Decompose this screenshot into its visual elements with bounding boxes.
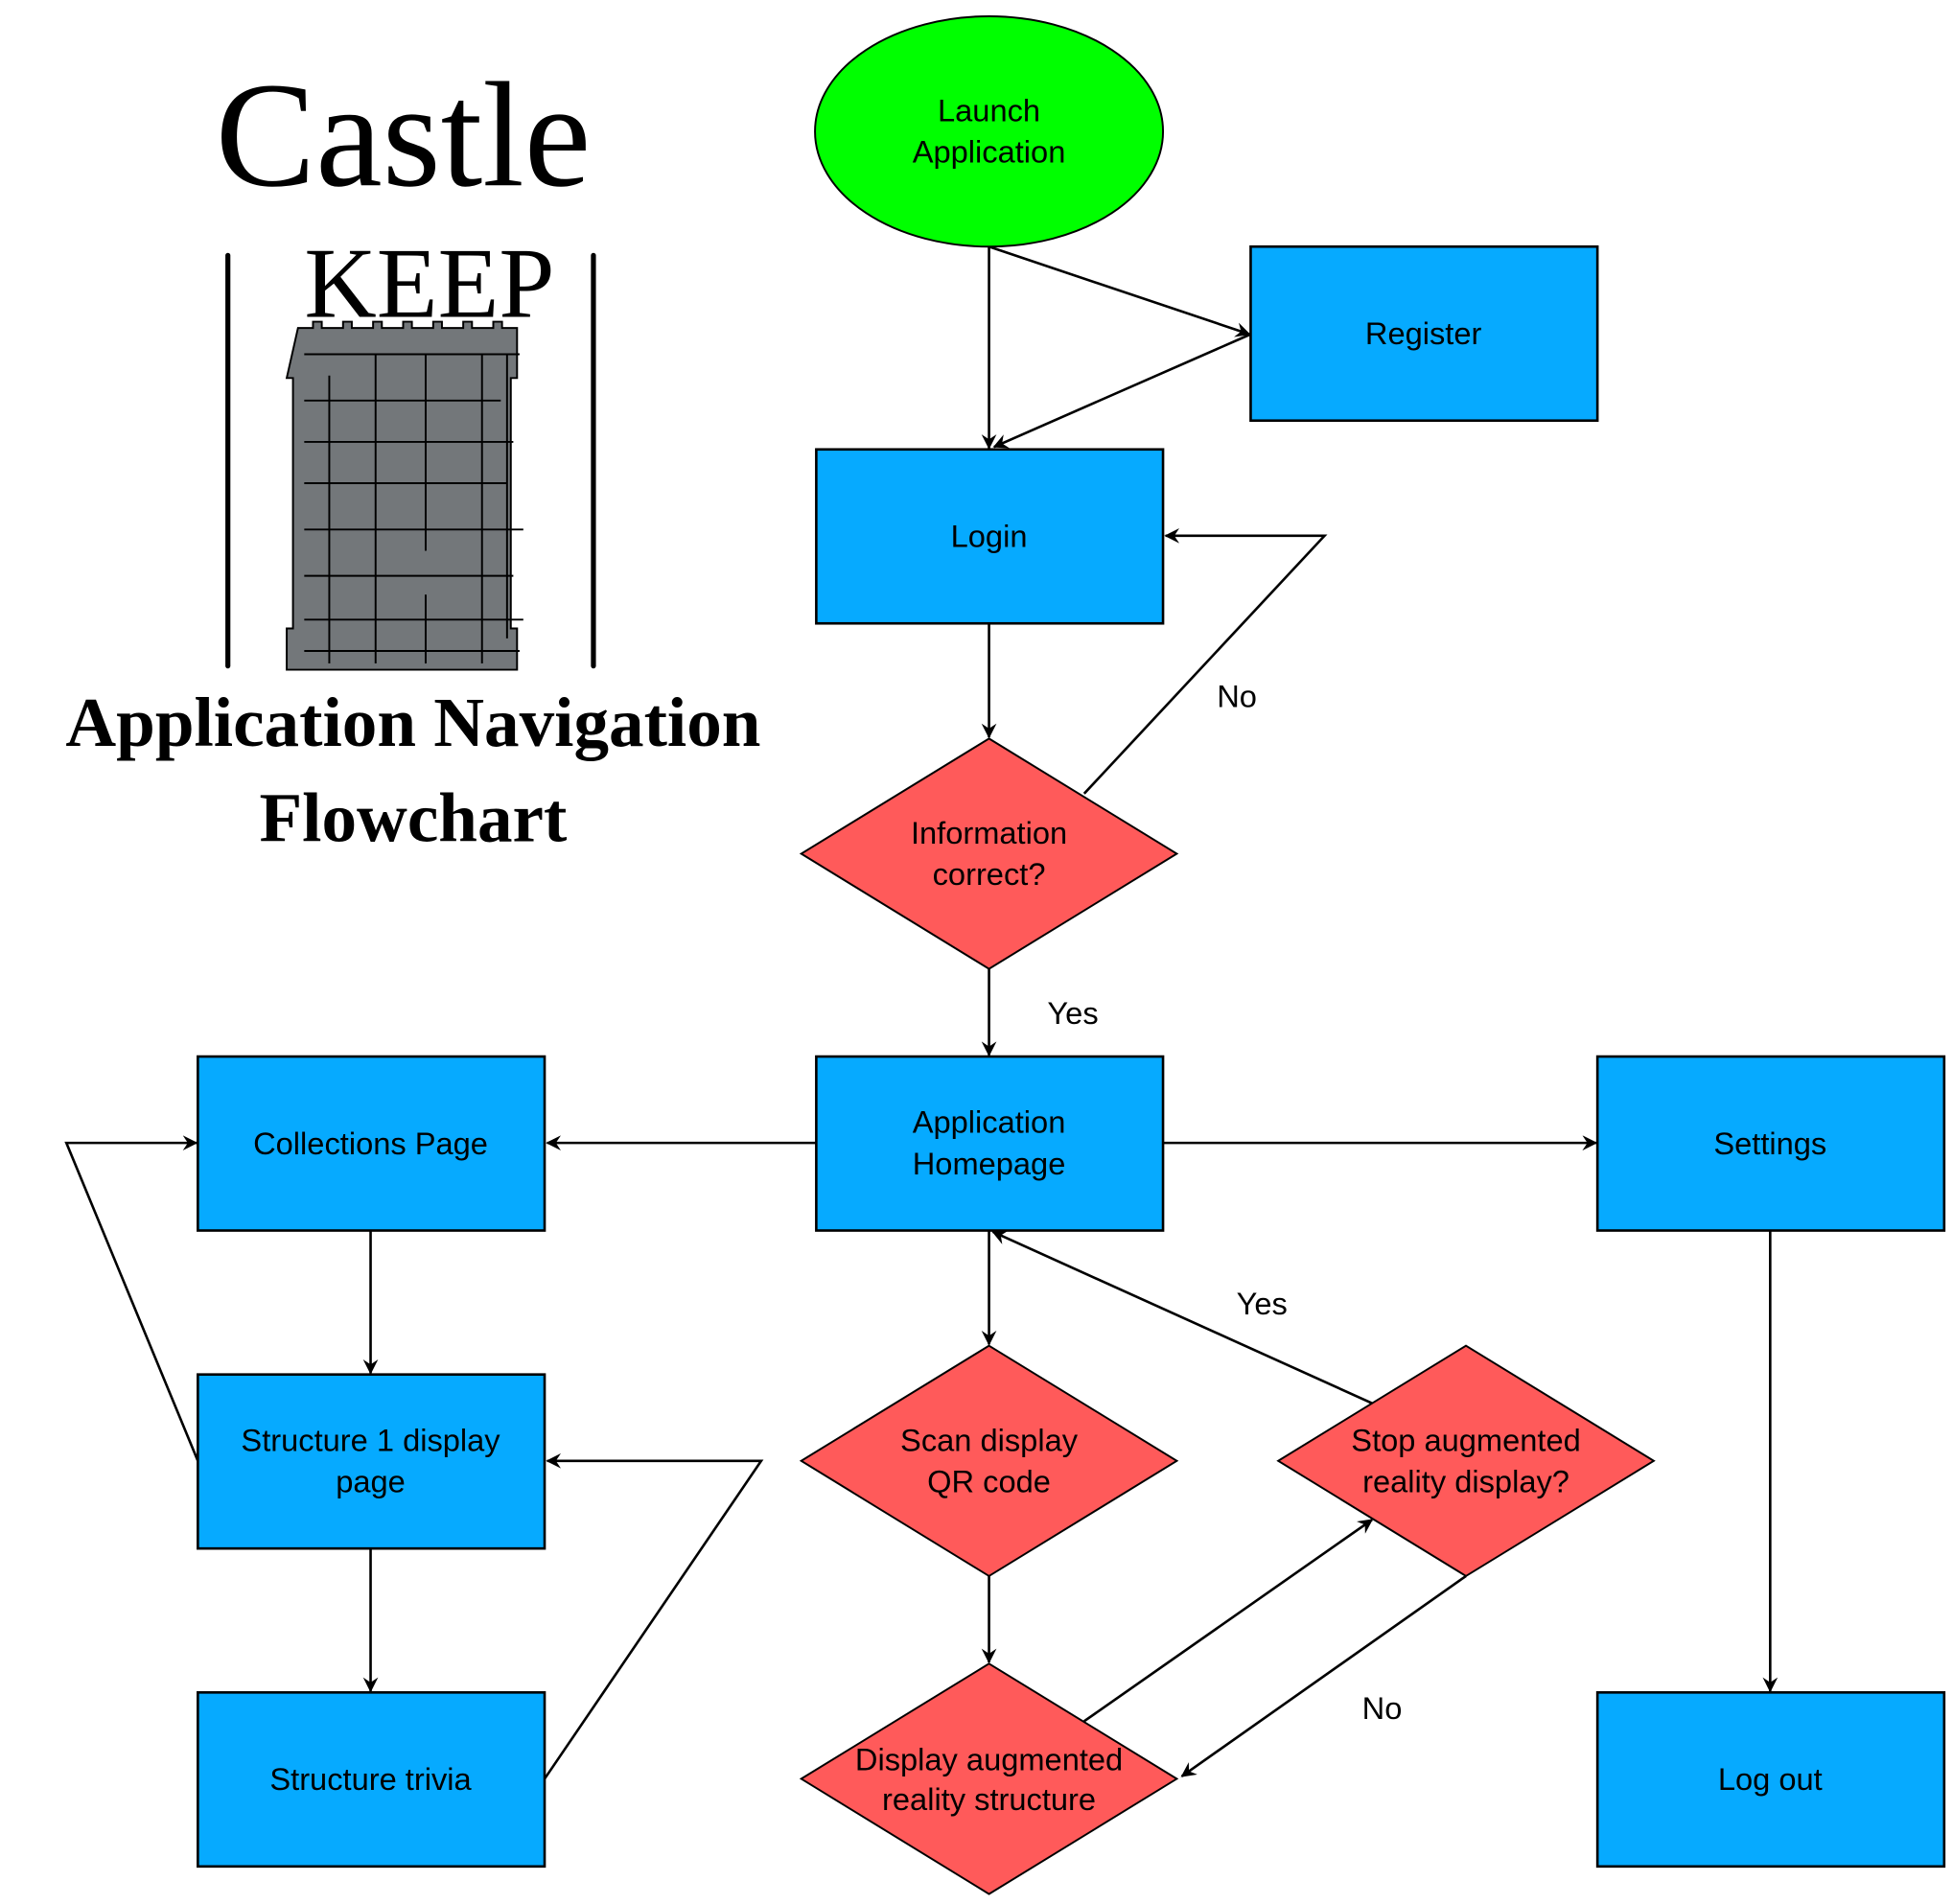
edge-info-no-login bbox=[1082, 528, 1328, 795]
node-label: Structure trivia bbox=[269, 1761, 472, 1797]
node-label: Launch bbox=[938, 93, 1040, 128]
node-label: Collections Page bbox=[253, 1126, 488, 1161]
node-label: reality structure bbox=[882, 1781, 1096, 1817]
edge-label-stop-no: No bbox=[1362, 1690, 1403, 1726]
node-label: Display augmented bbox=[855, 1741, 1123, 1776]
logo-word-keep: KEEP bbox=[304, 227, 554, 338]
node-label: Scan display bbox=[900, 1422, 1079, 1457]
edge-structure1-collections bbox=[64, 1135, 199, 1462]
node-structure1-display-page[interactable]: Structure 1 display page bbox=[197, 1373, 546, 1550]
node-label: Log out bbox=[1718, 1761, 1823, 1797]
edge-label-stop-yes: Yes bbox=[1237, 1286, 1288, 1321]
castle-keep-logo: Castle KEEP bbox=[216, 51, 596, 671]
edge-stop-no-display bbox=[1180, 1574, 1467, 1777]
node-stop-ar-display[interactable]: Stop augmented reality display? bbox=[1276, 1344, 1656, 1578]
node-application-homepage[interactable]: Application Homepage bbox=[815, 1055, 1165, 1232]
node-label: Homepage bbox=[913, 1146, 1066, 1181]
node-register[interactable]: Register bbox=[1249, 244, 1599, 423]
edge-register-login bbox=[992, 333, 1251, 449]
node-label: Register bbox=[1365, 315, 1482, 351]
edge-label-info-no: No bbox=[1217, 679, 1257, 714]
edge-display-stop bbox=[1083, 1519, 1374, 1723]
edge-label-info-yes: Yes bbox=[1047, 995, 1098, 1031]
node-scan-qr-code[interactable]: Scan display QR code bbox=[799, 1344, 1179, 1578]
logo-word-castle: Castle bbox=[216, 51, 592, 218]
edge-stop-yes-homepage bbox=[991, 1230, 1373, 1405]
edges bbox=[64, 244, 1779, 1780]
edge-trivia-structure1 bbox=[543, 1452, 764, 1780]
node-label: Login bbox=[951, 519, 1028, 554]
node-login[interactable]: Login bbox=[815, 448, 1165, 625]
node-label: QR code bbox=[927, 1463, 1051, 1498]
node-label: Stop augmented bbox=[1351, 1422, 1580, 1457]
tower-icon bbox=[285, 320, 523, 671]
node-label: Settings bbox=[1713, 1126, 1826, 1161]
node-collections-page[interactable]: Collections Page bbox=[197, 1055, 546, 1232]
node-label: reality display? bbox=[1362, 1463, 1569, 1498]
node-display-ar-structure[interactable]: Display augmented reality structure bbox=[799, 1662, 1179, 1895]
page-title-line2: Flowchart bbox=[260, 778, 568, 856]
node-launch-application[interactable]: Launch Application bbox=[814, 14, 1165, 248]
node-label: page bbox=[336, 1463, 406, 1498]
node-information-correct[interactable]: Information correct? bbox=[799, 737, 1179, 970]
node-label: Structure 1 display bbox=[241, 1422, 500, 1457]
node-label: Application bbox=[913, 134, 1066, 170]
node-structure-trivia[interactable]: Structure trivia bbox=[197, 1691, 546, 1869]
node-label: Information bbox=[911, 815, 1067, 850]
node-label: Application bbox=[913, 1104, 1066, 1140]
node-label: correct? bbox=[933, 856, 1046, 892]
node-log-out[interactable]: Log out bbox=[1595, 1691, 1946, 1869]
node-settings[interactable]: Settings bbox=[1595, 1055, 1946, 1232]
page-title-line1: Application Navigation bbox=[65, 684, 760, 761]
edge-launch-register bbox=[988, 244, 1251, 337]
